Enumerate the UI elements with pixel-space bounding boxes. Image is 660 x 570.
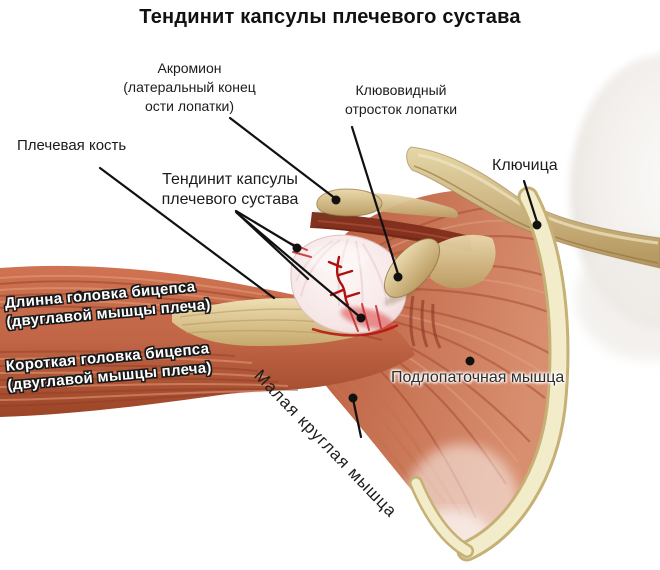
coracoid-label-line1: Клювовидный	[355, 82, 447, 98]
acromion-pointer-line	[228, 116, 338, 201]
acromion-label-line3: ости лопатки)	[144, 98, 235, 114]
acromion-bone-shape	[312, 188, 459, 220]
acromion-label-line1: Акромион	[157, 60, 222, 76]
clavicle-pointer-line	[522, 179, 539, 224]
biceps-long-dot	[74, 290, 84, 300]
tendinitis-label: Тендинит капсулы плечевого сустава	[146, 170, 314, 210]
acromion-dot	[331, 195, 341, 205]
tendinitis-dot-upper	[292, 243, 302, 253]
tendinitis-label-line2: плечевого сустава	[161, 191, 299, 208]
clavicle-dot	[532, 220, 542, 230]
acromion-label-line2: (латеральный конец	[123, 79, 256, 95]
biceps-short-dot	[89, 354, 99, 364]
teres-pointer-line	[351, 397, 363, 439]
scapula-bone-border	[409, 186, 570, 562]
teres-dot	[348, 393, 358, 403]
coracoid-pointer-line	[350, 125, 400, 276]
acromion-label: Акромион (латеральный конец ости лопатки…	[102, 59, 277, 116]
clavicle-label: Ключица	[492, 157, 558, 174]
humerus-pointer-line	[98, 166, 276, 300]
deltoid-soft-tissue	[570, 55, 660, 360]
subscapularis-dot	[465, 356, 475, 366]
tendinitis-pointer-line-3	[235, 211, 362, 319]
pointer-dots	[74, 195, 542, 403]
pointer-lines	[98, 116, 539, 439]
tendinitis-label-line1: Тендинит капсулы	[162, 171, 298, 188]
page-title: Тендинит капсулы плечевого сустава	[139, 6, 521, 28]
tendinitis-pointer-line-1	[234, 209, 298, 249]
tendinitis-dot-lower	[356, 313, 366, 323]
subscapularis-label: Подлопаточная мышца	[391, 369, 565, 386]
coracoid-label: Клювовидный отросток лопатки	[330, 81, 472, 119]
coracoid-label-line2: отросток лопатки	[344, 101, 458, 117]
coracoid-bone-shape	[383, 234, 496, 305]
coracoid-dot	[393, 272, 403, 282]
humerus-label: Плечевая кость	[17, 137, 127, 154]
